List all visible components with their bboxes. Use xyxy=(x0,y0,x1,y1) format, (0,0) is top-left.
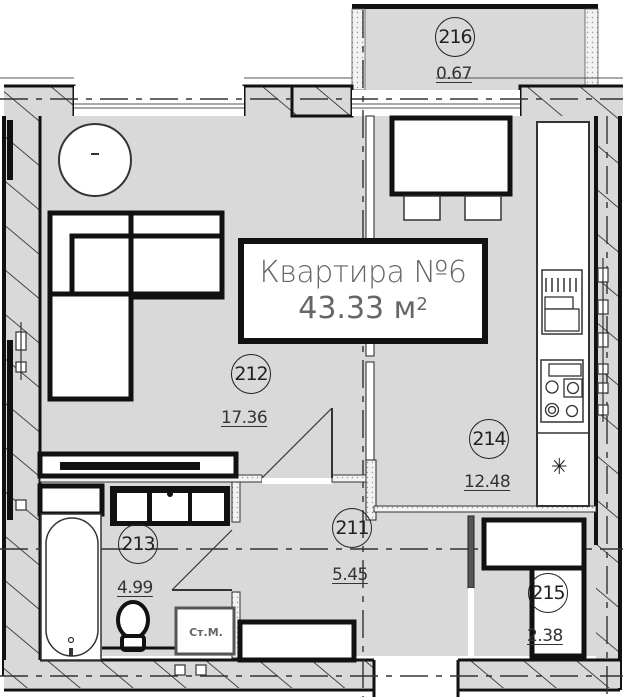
room-number-214: 214 xyxy=(469,419,509,459)
room-area-213: 4.99 xyxy=(117,578,153,598)
room-area-211: 5.45 xyxy=(332,565,368,585)
room-area-214: 12.48 xyxy=(464,472,511,492)
exterior-walls xyxy=(0,77,623,697)
chair-icon xyxy=(464,195,502,221)
fridge-icon: ✳ xyxy=(551,455,568,480)
bathroom-fixtures xyxy=(37,451,239,661)
room-number-211: 211 xyxy=(332,508,372,548)
apartment-title-box: Квартира №6 43.33 м2 xyxy=(238,238,488,344)
room-area-212: 17.36 xyxy=(221,408,268,428)
room-number-213: 213 xyxy=(118,524,158,564)
room-area-215: 2.38 xyxy=(527,626,563,646)
round-table-icon xyxy=(58,123,132,197)
washing-machine-label: Ст.М. xyxy=(189,625,223,639)
toilet-icon xyxy=(116,600,150,640)
room-number-215: 215 xyxy=(528,573,568,613)
apartment-title: Квартира №6 xyxy=(259,255,467,290)
balcony-216 xyxy=(351,4,599,91)
room-number-212: 212 xyxy=(231,354,271,394)
kitchen-furniture xyxy=(389,115,590,507)
washing-machine-icon xyxy=(174,606,236,656)
outlets xyxy=(15,258,609,676)
chair-icon xyxy=(403,195,441,221)
dining-table-icon xyxy=(389,115,513,197)
living-room-furniture xyxy=(47,123,225,402)
apartment-total-area: 43.33 м2 xyxy=(298,291,428,326)
room-number-216: 216 xyxy=(435,17,475,57)
room-area-216: 0.67 xyxy=(436,64,472,84)
